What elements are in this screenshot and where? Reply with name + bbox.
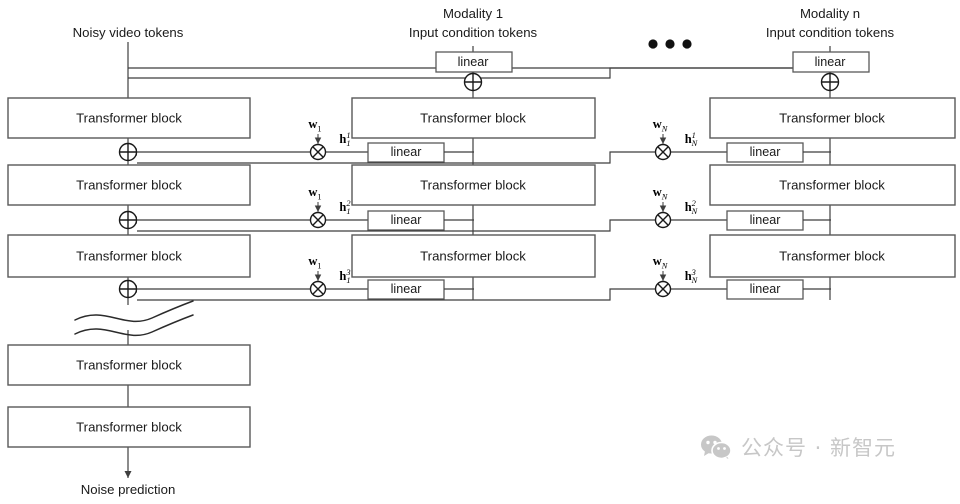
add-operator bbox=[118, 142, 138, 162]
linear-label: linear bbox=[390, 213, 422, 227]
linear-box bbox=[435, 51, 513, 73]
noise-prediction-label: Noise prediction bbox=[80, 482, 176, 497]
multiply-operator bbox=[309, 134, 327, 161]
add-operator bbox=[118, 210, 138, 230]
modality-n-subtitle: Input condition tokens bbox=[765, 25, 895, 40]
linear-label: linear bbox=[814, 55, 846, 69]
transformer-block-label: Transformer block bbox=[420, 248, 526, 264]
watermark-text: 公众号 · 新智元 bbox=[741, 436, 897, 460]
transformer-block bbox=[351, 164, 596, 206]
residual-row-2 bbox=[129, 210, 831, 232]
transformer-block bbox=[709, 164, 956, 206]
weight-label-wN: wN bbox=[652, 184, 668, 202]
transformer-block-label: Transformer block bbox=[779, 110, 885, 126]
transformer-block bbox=[7, 344, 251, 386]
linear-box bbox=[792, 51, 870, 73]
add-operator bbox=[118, 279, 138, 299]
transformer-block bbox=[709, 97, 956, 139]
transformer-block bbox=[709, 234, 956, 278]
transformer-block-label: Transformer block bbox=[76, 419, 182, 435]
transformer-block-label: Transformer block bbox=[76, 110, 182, 126]
sequence-break-squiggle bbox=[74, 300, 194, 337]
linear-label: linear bbox=[749, 213, 781, 227]
weight-label-w1: w1 bbox=[308, 253, 322, 271]
ellipsis-icon bbox=[648, 39, 692, 49]
transformer-block-label: Transformer block bbox=[779, 248, 885, 264]
residual-row-3 bbox=[129, 279, 831, 301]
weight-label-wN: wN bbox=[652, 116, 668, 134]
transformer-block-label: Transformer block bbox=[420, 177, 526, 193]
weight-label-w1: w1 bbox=[308, 116, 322, 134]
linear-label: linear bbox=[390, 145, 422, 159]
weight-label-w1: w1 bbox=[308, 184, 322, 202]
modality-n-wires bbox=[792, 46, 870, 300]
transformer-block-label: Transformer block bbox=[76, 177, 182, 193]
multiply-operator bbox=[654, 271, 672, 298]
linear-label: linear bbox=[390, 282, 422, 296]
transformer-block-label: Transformer block bbox=[779, 177, 885, 193]
transformer-block bbox=[7, 164, 251, 206]
wechat-icon bbox=[700, 434, 732, 460]
transformer-block bbox=[351, 234, 596, 278]
weight-label-wN: wN bbox=[652, 253, 668, 271]
noisy-video-tokens-label: Noisy video tokens bbox=[72, 25, 184, 40]
add-operator bbox=[463, 72, 483, 92]
multiply-operator bbox=[309, 202, 327, 229]
residual-row-1 bbox=[129, 142, 831, 164]
modality-1-title: Modality 1 bbox=[442, 6, 504, 21]
multiply-operator bbox=[309, 271, 327, 298]
modality-n-title: Modality n bbox=[799, 6, 861, 21]
transformer-block bbox=[351, 97, 596, 139]
multiply-operator bbox=[654, 202, 672, 229]
linear-label: linear bbox=[457, 55, 489, 69]
linear-label: linear bbox=[749, 145, 781, 159]
transformer-block-label: Transformer block bbox=[76, 248, 182, 264]
watermark: 公众号 · 新智元 bbox=[700, 432, 896, 462]
transformer-block-label: Transformer block bbox=[420, 110, 526, 126]
transformer-block bbox=[7, 406, 251, 448]
linear-label: linear bbox=[749, 282, 781, 296]
add-operator bbox=[820, 72, 840, 92]
transformer-block bbox=[7, 234, 251, 278]
transformer-block-label: Transformer block bbox=[76, 357, 182, 373]
modality-1-subtitle: Input condition tokens bbox=[408, 25, 538, 40]
transformer-block bbox=[7, 97, 251, 139]
multiply-operator bbox=[654, 134, 672, 161]
